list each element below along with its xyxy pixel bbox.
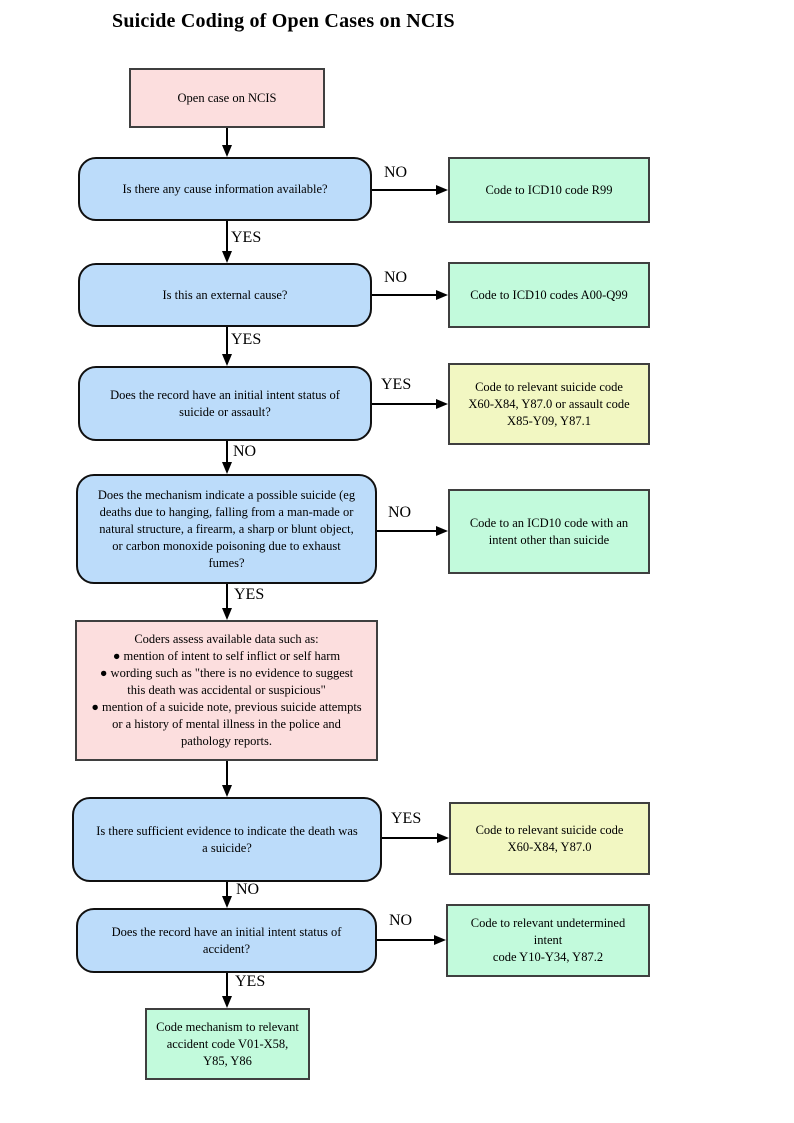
node-code-a00-q99: Code to ICD10 codes A00-Q99	[448, 262, 650, 328]
edge-label-intent-no: NO	[233, 443, 257, 460]
edge-label-accident-yes: YES	[235, 973, 266, 990]
edge-label-intent-yes: YES	[381, 376, 412, 393]
node-mechanism-possible-suicide: Does the mechanism indicate a possible s…	[76, 474, 377, 584]
edge-label-evidence-no: NO	[236, 881, 260, 898]
edge-label-external-yes: YES	[231, 331, 262, 348]
edge-label-accident-no: NO	[389, 912, 413, 929]
edge-label-mechanism-yes: YES	[234, 586, 265, 603]
node-code-other-intent: Code to an ICD10 code with an intent oth…	[448, 489, 650, 574]
edge-label-evidence-yes: YES	[391, 810, 422, 827]
node-code-suicide-assault: Code to relevant suicide code X60-X84, Y…	[448, 363, 650, 445]
node-intent-suicide-assault: Does the record have an initial intent s…	[78, 366, 372, 441]
page-title: Suicide Coding of Open Cases on NCIS	[112, 10, 455, 32]
node-external-cause: Is this an external cause?	[78, 263, 372, 327]
node-code-r99: Code to ICD10 code R99	[448, 157, 650, 223]
edge-label-cause-no: NO	[384, 164, 408, 181]
node-code-suicide: Code to relevant suicide code X60-X84, Y…	[449, 802, 650, 875]
node-sufficient-evidence: Is there sufficient evidence to indicate…	[72, 797, 382, 882]
node-code-accident: Code mechanism to relevant accident code…	[145, 1008, 310, 1080]
edge-label-cause-yes: YES	[231, 229, 262, 246]
node-start: Open case on NCIS	[129, 68, 325, 128]
node-coders-assess: Coders assess available data such as: ● …	[75, 620, 378, 761]
node-intent-accident: Does the record have an initial intent s…	[76, 908, 377, 973]
edge-label-mechanism-no: NO	[388, 504, 412, 521]
edge-label-external-no: NO	[384, 269, 408, 286]
node-code-undetermined: Code to relevant undetermined intent cod…	[446, 904, 650, 977]
node-cause-available: Is there any cause information available…	[78, 157, 372, 221]
